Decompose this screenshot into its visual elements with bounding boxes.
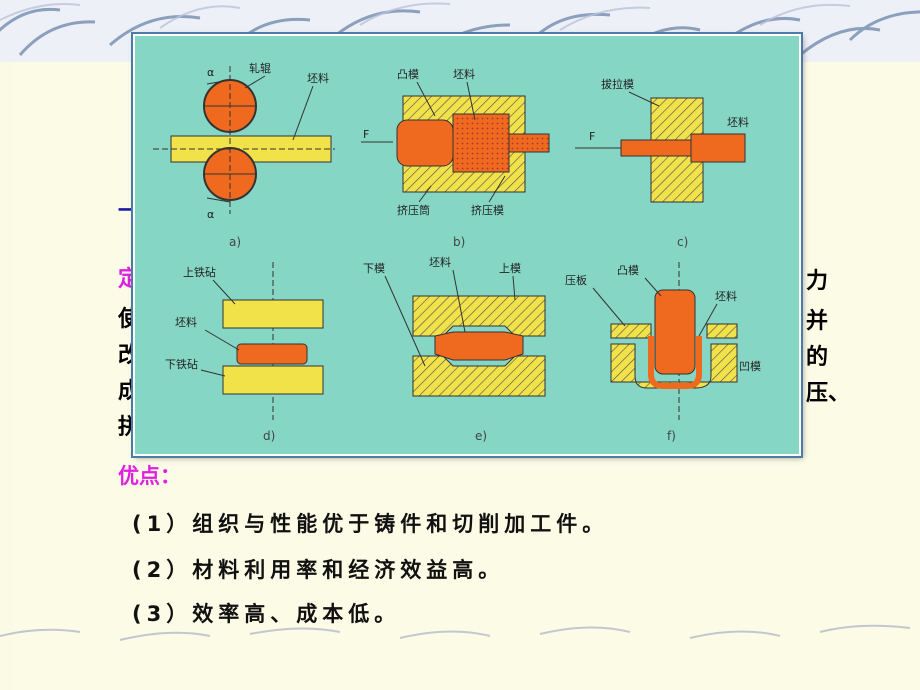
caption-c: c)	[677, 235, 688, 249]
label-lower-die: 下模	[363, 262, 385, 275]
label-container: 挤压筒	[397, 203, 430, 217]
panel-a-rolling: α α 轧辊 坯料 a)	[153, 61, 335, 249]
caption-a: a)	[229, 235, 241, 249]
caption-d: d)	[263, 429, 275, 443]
label-alpha-top: α	[207, 66, 214, 79]
label-billet-b: 坯料	[453, 67, 475, 81]
right-char-3: 压、	[806, 380, 851, 406]
advantages-heading: 优点：	[118, 464, 181, 488]
forming-methods-figure: α α 轧辊 坯料 a) F 凸模 坯料 挤压筒 挤压模 b)	[133, 34, 801, 456]
panel-f-stamping: 压板 凸模 坯料 凹模 f)	[565, 262, 761, 443]
decorative-bottom-squiggles	[0, 624, 911, 641]
label-extrusion-die: 挤压模	[471, 203, 504, 217]
right-char-1: 并	[806, 308, 829, 334]
label-upper-die: 上模	[499, 262, 521, 275]
label-billet-a: 坯料	[307, 71, 329, 85]
label-billet-e: 坯料	[429, 255, 451, 269]
label-punch-b: 凸模	[397, 68, 419, 81]
label-female-die: 凹模	[739, 360, 761, 373]
panel-c-drawing: F 拔拉模 坯料 c)	[575, 77, 749, 249]
label-punch-f: 凸模	[617, 264, 639, 277]
label-force-b: F	[363, 128, 369, 141]
label-force-c: F	[589, 130, 595, 143]
advantage-item-2: (2）材料利用率和经济效益高。	[132, 558, 505, 582]
label-alpha-bottom: α	[207, 208, 214, 221]
label-drawing-die: 拔拉模	[601, 77, 634, 91]
panel-e-die-forging: 下模 坯料 上模 e)	[363, 255, 546, 443]
label-blank-holder: 压板	[565, 273, 587, 287]
label-upper-anvil: 上铁砧	[183, 265, 216, 279]
advantage-item-1: (1）组织与性能优于铸件和切削加工件。	[132, 512, 609, 536]
right-char-0: 力	[806, 268, 829, 294]
decorative-left-band	[0, 62, 14, 690]
caption-e: e)	[475, 429, 487, 443]
caption-f: f)	[667, 429, 676, 443]
panel-d-forging: 上铁砧 坯料 下铁砧 d)	[165, 262, 324, 443]
label-lower-anvil: 下铁砧	[165, 357, 198, 371]
label-roll: 轧辊	[249, 61, 271, 75]
right-char-2: 的	[806, 344, 829, 370]
label-billet-d: 坯料	[175, 315, 197, 329]
advantage-item-3: (3）效率高、成本低。	[132, 602, 401, 626]
panel-b-extrusion: F 凸模 坯料 挤压筒 挤压模 b)	[361, 67, 550, 249]
label-billet-c: 坯料	[727, 115, 749, 129]
caption-b: b)	[453, 235, 465, 249]
label-billet-f: 坯料	[715, 289, 737, 303]
